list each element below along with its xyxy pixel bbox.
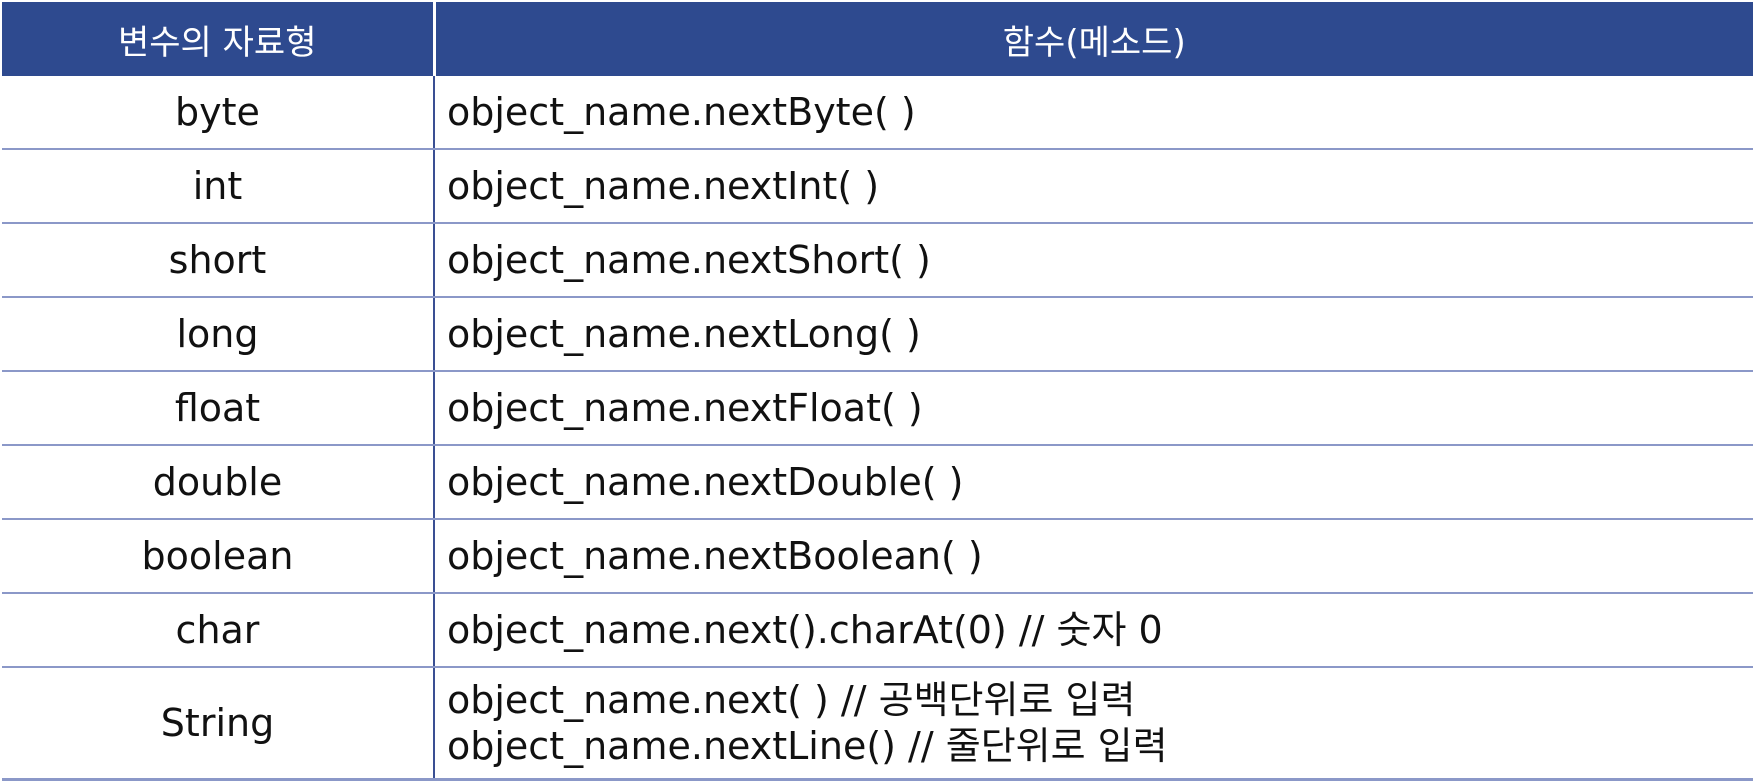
type-cell: int	[2, 149, 435, 224]
method-cell: object_name.nextShort( )	[434, 223, 1753, 298]
method-cell: object_name.nextBoolean( )	[434, 519, 1753, 594]
method-text: object_name.nextLong( )	[447, 312, 921, 356]
table-row: String object_name.next( ) // 공백단위로 입력 o…	[2, 667, 1753, 781]
table-row: int object_name.nextInt( )	[2, 149, 1753, 224]
method-cell: object_name.next( ) // 공백단위로 입력 object_n…	[434, 667, 1753, 781]
method-cell: object_name.nextLong( )	[434, 297, 1753, 372]
header-method: 함수(메소드)	[434, 2, 1753, 76]
type-cell: short	[2, 223, 435, 298]
table-row: char object_name.next().charAt(0) // 숫자 …	[2, 593, 1753, 668]
table-row: long object_name.nextLong( )	[2, 297, 1753, 372]
method-text: object_name.nextFloat( )	[447, 386, 923, 430]
table-row: byte object_name.nextByte( )	[2, 76, 1753, 150]
method-cell: object_name.next().charAt(0) // 숫자 0	[434, 593, 1753, 668]
type-cell: double	[2, 445, 435, 520]
method-text: object_name.next().charAt(0) // 숫자 0	[447, 608, 1163, 652]
method-text: object_name.nextByte( )	[447, 90, 916, 134]
table-row: boolean object_name.nextBoolean( )	[2, 519, 1753, 594]
table-row: double object_name.nextDouble( )	[2, 445, 1753, 520]
method-text: object_name.nextDouble( )	[447, 460, 964, 504]
table-header: 변수의 자료형 함수(메소드)	[2, 2, 1753, 76]
method-cell: object_name.nextByte( )	[434, 76, 1753, 150]
method-text: object_name.nextLine() // 줄단위로 입력	[447, 724, 1168, 768]
method-text: object_name.nextShort( )	[447, 238, 931, 282]
method-text: object_name.nextInt( )	[447, 164, 880, 208]
method-cell: object_name.nextDouble( )	[434, 445, 1753, 520]
type-cell: boolean	[2, 519, 435, 594]
method-cell: object_name.nextFloat( )	[434, 371, 1753, 446]
header-data-type: 변수의 자료형	[2, 2, 436, 76]
type-cell: long	[2, 297, 435, 372]
method-text: object_name.nextBoolean( )	[447, 534, 983, 578]
type-cell: char	[2, 593, 435, 668]
method-text: object_name.next( ) // 공백단위로 입력	[447, 678, 1136, 722]
method-cell: object_name.nextInt( )	[434, 149, 1753, 224]
table-body: byte object_name.nextByte( ) int object_…	[2, 76, 1753, 781]
type-cell: byte	[2, 76, 435, 150]
type-cell: String	[2, 667, 435, 781]
table-row: float object_name.nextFloat( )	[2, 371, 1753, 446]
table-row: short object_name.nextShort( )	[2, 223, 1753, 298]
type-cell: float	[2, 371, 435, 446]
header-row: 변수의 자료형 함수(메소드)	[2, 2, 1753, 76]
